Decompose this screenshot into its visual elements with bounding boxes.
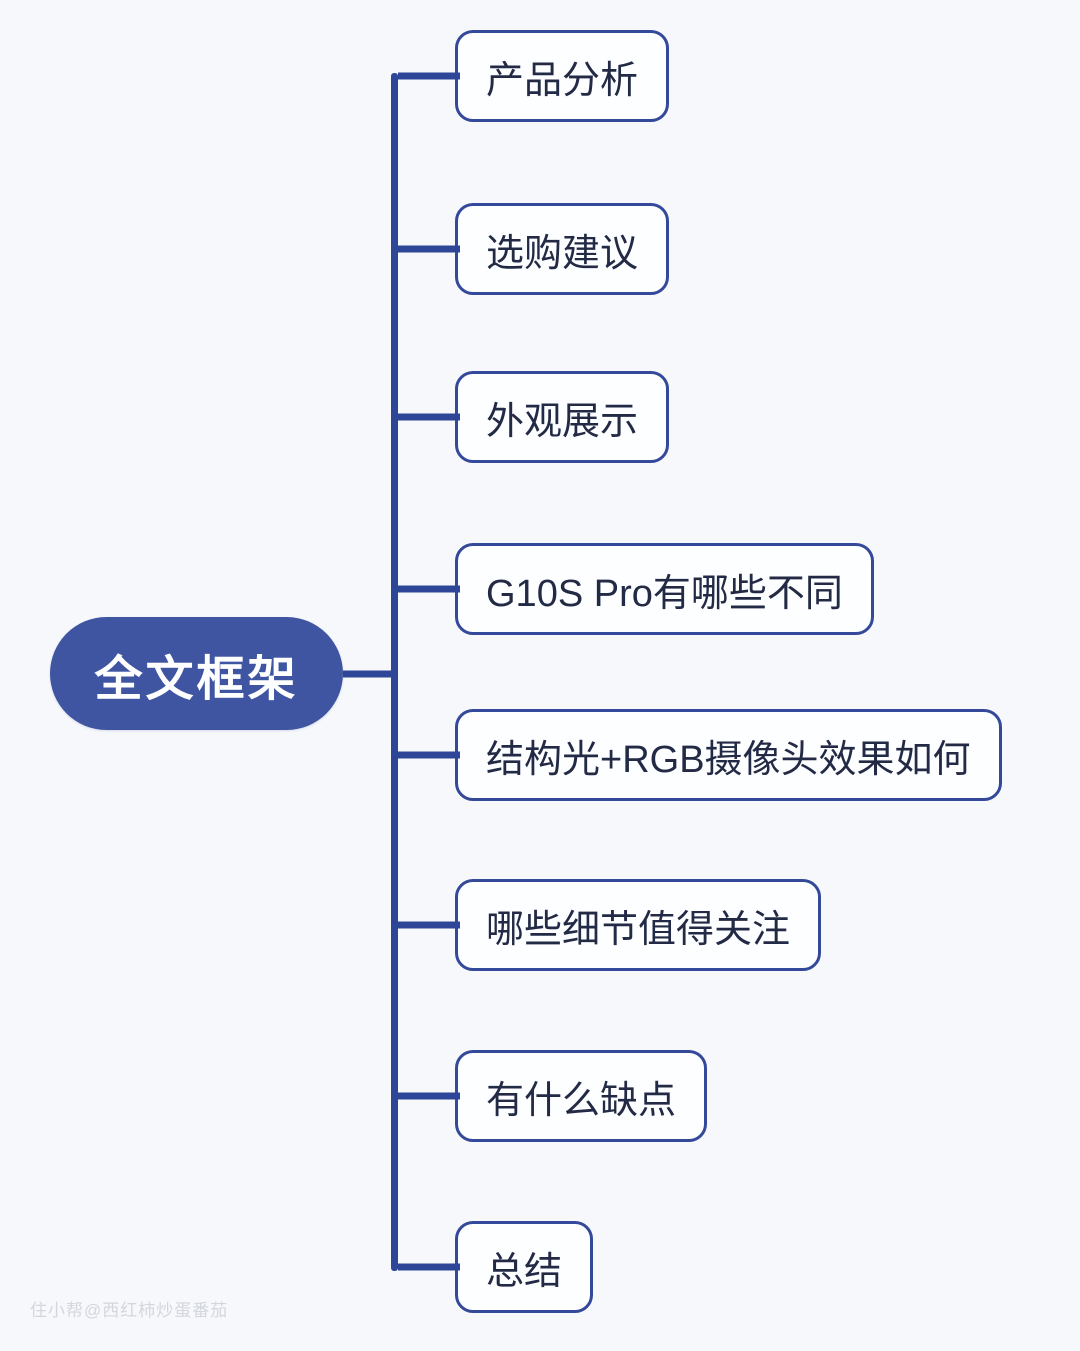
branch-node[interactable]: G10S Pro有哪些不同 — [455, 543, 874, 635]
branch-node[interactable]: 选购建议 — [455, 203, 670, 295]
central-topic-node[interactable]: 全文框架 — [50, 617, 343, 730]
branch-node-label: 结构光+RGB摄像头效果如何 — [486, 738, 971, 781]
branch-node[interactable]: 有什么缺点 — [455, 1050, 708, 1142]
branch-node-label: G10S Pro有哪些不同 — [486, 572, 843, 615]
branch-node[interactable]: 外观展示 — [455, 371, 670, 463]
central-topic-label: 全文框架 — [94, 652, 299, 706]
branch-node-label: 产品分析 — [486, 59, 639, 102]
branch-node-label: 外观展示 — [486, 400, 639, 443]
branch-node[interactable]: 产品分析 — [455, 30, 670, 122]
branch-node-label: 有什么缺点 — [486, 1079, 677, 1122]
connector-trunk-line — [391, 73, 398, 1271]
branch-node-label: 总结 — [486, 1250, 563, 1293]
branch-node[interactable]: 结构光+RGB摄像头效果如何 — [455, 709, 1002, 801]
branch-node-label: 选购建议 — [486, 232, 639, 275]
branch-node[interactable]: 总结 — [455, 1221, 594, 1313]
branch-node[interactable]: 哪些细节值得关注 — [455, 879, 822, 971]
branch-node-label: 哪些细节值得关注 — [486, 908, 791, 951]
watermark-text: 住小帮@西红柿炒蛋番茄 — [30, 1301, 229, 1320]
